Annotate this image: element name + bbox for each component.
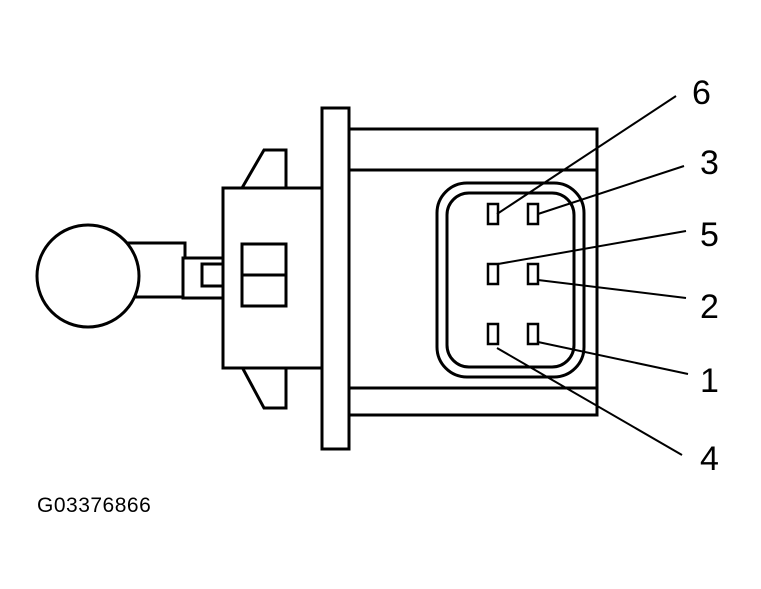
pin-label-6: 6 — [692, 74, 711, 112]
pin-terminal-6 — [486, 202, 500, 226]
switch-body — [221, 186, 325, 370]
connector-face-outer — [435, 181, 586, 379]
pin-terminal-3 — [526, 202, 540, 226]
leader-line-6 — [496, 95, 677, 215]
knob — [35, 223, 226, 329]
leader-line-4 — [496, 347, 683, 456]
upper-clip — [239, 148, 288, 190]
pin-label-5: 5 — [700, 216, 719, 254]
pin-label-4: 4 — [700, 440, 719, 478]
leader-line-1 — [537, 341, 689, 375]
pin-terminal-4 — [486, 322, 500, 346]
connector-housing — [320, 106, 599, 451]
pin-label-3: 3 — [700, 144, 719, 182]
pin-labels: 6 3 5 2 1 4 — [692, 74, 719, 478]
pin-terminal-2 — [526, 262, 540, 286]
mounting-flange — [320, 106, 351, 451]
leader-line-5 — [497, 230, 687, 265]
pin-terminal-1 — [526, 322, 540, 346]
mounting-clips — [239, 148, 288, 410]
leader-lines — [496, 95, 689, 456]
plunger-tip — [200, 262, 226, 288]
knob-ball — [35, 223, 141, 329]
figure-id: G03376866 — [37, 494, 152, 517]
leader-line-2 — [537, 279, 687, 299]
lower-clip — [239, 365, 288, 410]
connector-face-inner — [445, 191, 576, 369]
pin-terminal-5 — [486, 262, 500, 286]
pin-label-1: 1 — [700, 362, 719, 400]
leader-line-3 — [537, 165, 685, 215]
pin-label-2: 2 — [700, 288, 719, 326]
